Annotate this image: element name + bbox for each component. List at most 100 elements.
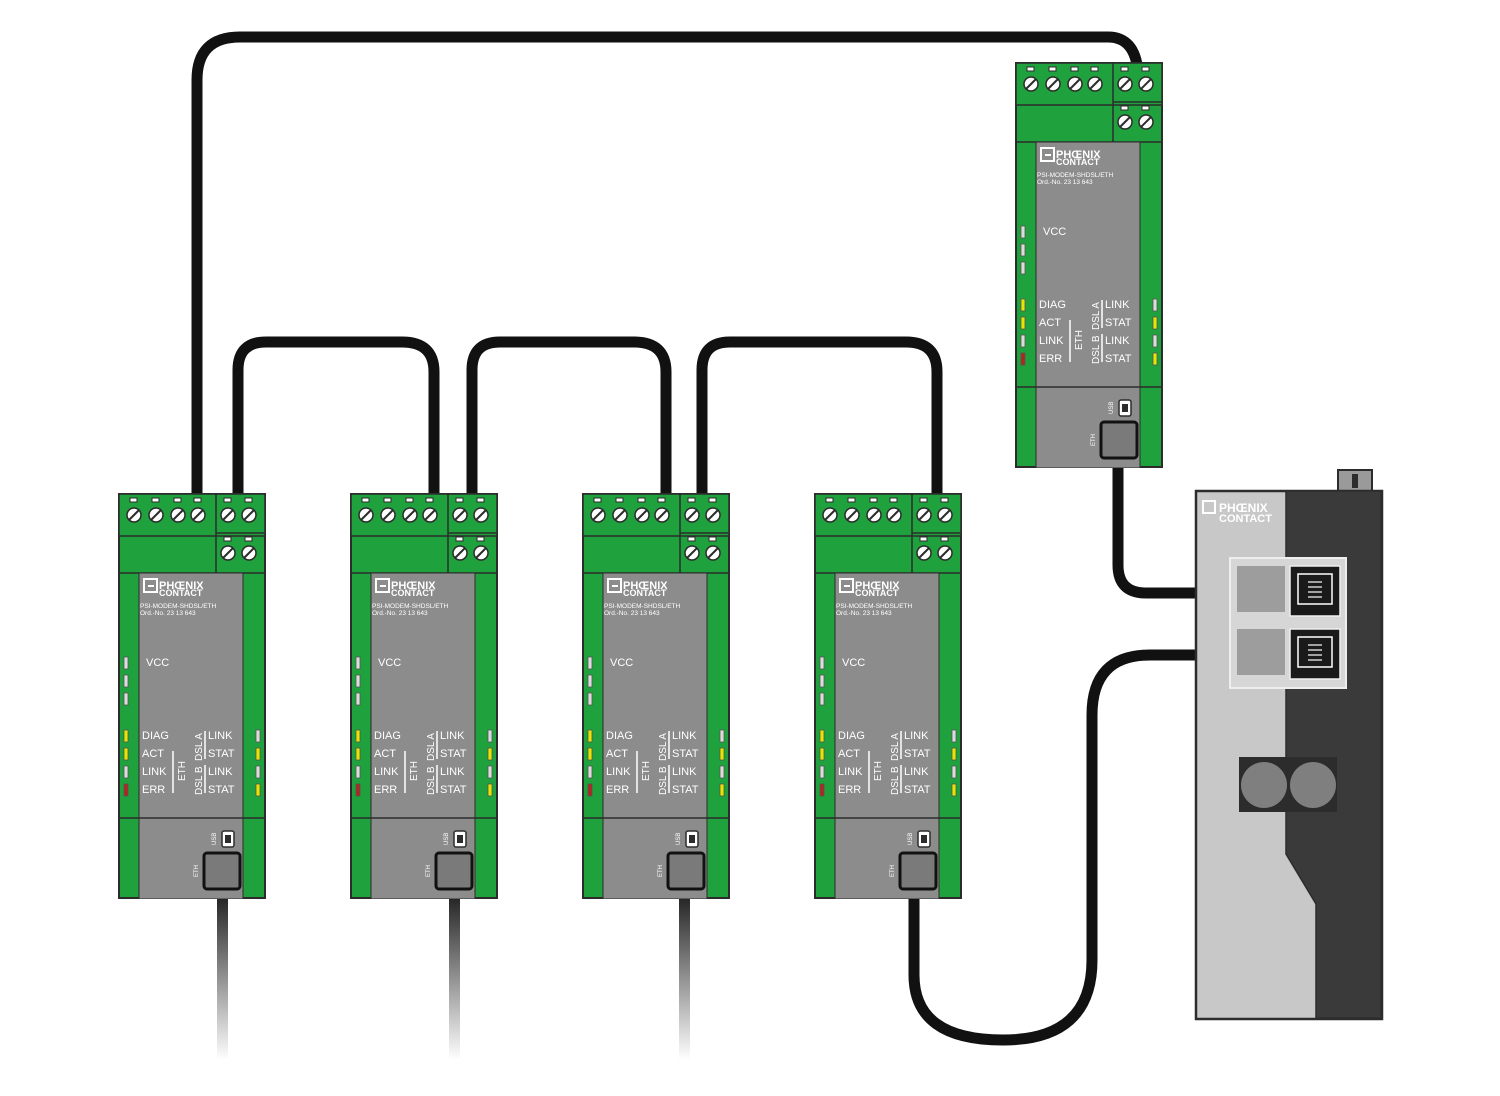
led-label-dsl-a-link: LINK	[1105, 299, 1130, 311]
modem-5: PHŒNIXCONTACTPSI-MODEM-SHDSL/ETHOrd.-No.…	[815, 494, 961, 899]
drop-cable-3	[679, 895, 690, 1060]
cable-modem3-to-modem4	[696, 336, 943, 558]
led-label-link: LINK	[374, 766, 399, 778]
ethernet-switch: PHŒNIX CONTACT	[1194, 469, 1384, 1021]
modem-model-label: PSI-MODEM-SHDSL/ETH	[836, 603, 913, 610]
led-label-act: ACT	[1039, 317, 1061, 329]
modem-housing	[1016, 63, 1162, 468]
led-group-eth: ETH	[1074, 330, 1085, 350]
eth-port-label: ETH	[426, 865, 432, 877]
led-group-eth: ETH	[873, 761, 884, 781]
led-label-err: ERR	[838, 784, 861, 796]
modem-brand-line2: CONTACT	[623, 588, 667, 598]
switch-brand-line1: PHŒNIX	[1219, 501, 1268, 515]
usb-port-label: USB	[676, 833, 682, 845]
modem-model-label: PSI-MODEM-SHDSL/ETH	[604, 603, 681, 610]
cable-remote-modem-to-switch	[1112, 454, 1254, 599]
usb-port-label: USB	[444, 833, 450, 845]
led-group-eth: ETH	[177, 761, 188, 781]
led-group-dsl-b: DSL B	[194, 766, 205, 795]
led-group-dsl-b: DSL B	[1091, 335, 1102, 364]
led-group-dsl-a: DSL A	[890, 733, 901, 761]
modem-brand-line2: CONTACT	[391, 588, 435, 598]
modem-housing	[815, 494, 961, 899]
led-label-dsl-a-stat: STAT	[208, 748, 235, 760]
led-label-act: ACT	[838, 748, 860, 760]
switch-rj45-port-2[interactable]	[1289, 565, 1341, 617]
modem-brand-line1: PHŒNIX	[623, 580, 668, 592]
led-label-link: LINK	[838, 766, 863, 778]
led-label-dsl-a-stat: STAT	[440, 748, 467, 760]
led-label-vcc: VCC	[1043, 226, 1066, 238]
switch-port-1[interactable]	[1237, 566, 1285, 612]
eth-port-label: ETH	[194, 865, 200, 877]
modem-1: PHŒNIXCONTACTPSI-MODEM-SHDSL/ETHOrd.-No.…	[1016, 63, 1162, 468]
led-label-diag: DIAG	[142, 730, 169, 742]
modem-housing	[351, 494, 497, 899]
drop-cable-2	[449, 895, 460, 1060]
led-label-vcc: VCC	[378, 657, 401, 669]
modem-order-number: Ord.-No. 23 13 643	[140, 610, 196, 617]
led-label-act: ACT	[606, 748, 628, 760]
drop-cable-1	[217, 895, 228, 1060]
switch-indicator-left	[1241, 762, 1287, 808]
led-label-dsl-b-stat: STAT	[440, 784, 467, 796]
switch-port-3[interactable]	[1237, 629, 1285, 675]
usb-port-label: USB	[212, 833, 218, 845]
usb-port-label: USB	[908, 833, 914, 845]
modem-brand-line1: PHŒNIX	[391, 580, 436, 592]
led-label-dsl-b-link: LINK	[904, 766, 929, 778]
led-group-dsl-b: DSL B	[426, 766, 437, 795]
led-label-dsl-b-link: LINK	[208, 766, 233, 778]
modem-group: PHŒNIXCONTACTPSI-MODEM-SHDSL/ETHOrd.-No.…	[119, 63, 1162, 899]
led-label-vcc: VCC	[842, 657, 865, 669]
led-group-dsl-b: DSL B	[890, 766, 901, 795]
modem-brand-line1: PHŒNIX	[855, 580, 900, 592]
switch-rj45-port-4[interactable]	[1289, 628, 1341, 680]
modem-order-number: Ord.-No. 23 13 643	[372, 610, 428, 617]
modem-model-label: PSI-MODEM-SHDSL/ETH	[1037, 172, 1114, 179]
modem-housing	[583, 494, 729, 899]
led-label-link: LINK	[142, 766, 167, 778]
led-group-dsl-a: DSL A	[194, 733, 205, 761]
led-group-dsl-a: DSL A	[1091, 302, 1102, 330]
switch-indicator-right	[1290, 762, 1336, 808]
led-label-err: ERR	[142, 784, 165, 796]
led-label-dsl-b-link: LINK	[672, 766, 697, 778]
led-label-err: ERR	[374, 784, 397, 796]
modem-brand-line2: CONTACT	[159, 588, 203, 598]
switch-brand-line2: CONTACT	[1219, 513, 1272, 525]
led-group-eth: ETH	[641, 761, 652, 781]
led-label-dsl-a-link: LINK	[672, 730, 697, 742]
led-label-dsl-b-stat: STAT	[904, 784, 931, 796]
led-label-link: LINK	[606, 766, 631, 778]
modem-brand-line2: CONTACT	[1056, 157, 1100, 167]
modem-housing	[119, 494, 265, 899]
led-label-vcc: VCC	[610, 657, 633, 669]
modem-brand-line1: PHŒNIX	[1056, 149, 1101, 161]
modem-model-label: PSI-MODEM-SHDSL/ETH	[372, 603, 449, 610]
led-label-dsl-a-stat: STAT	[1105, 317, 1132, 329]
led-label-dsl-b-stat: STAT	[208, 784, 235, 796]
led-label-vcc: VCC	[146, 657, 169, 669]
led-group-eth: ETH	[409, 761, 420, 781]
cable-modem4-to-switch	[908, 649, 1254, 1046]
modem-brand-line2: CONTACT	[855, 588, 899, 598]
modem-order-number: Ord.-No. 23 13 643	[604, 610, 660, 617]
led-label-dsl-a-link: LINK	[440, 730, 465, 742]
led-group-dsl-a: DSL A	[426, 733, 437, 761]
eth-port-label: ETH	[658, 865, 664, 877]
switch-logo-mark	[1202, 500, 1216, 514]
modem-2: PHŒNIXCONTACTPSI-MODEM-SHDSL/ETHOrd.-No.…	[119, 494, 265, 899]
drop-cables	[217, 895, 690, 1060]
usb-port-label: USB	[1109, 402, 1115, 414]
led-label-act: ACT	[374, 748, 396, 760]
led-label-dsl-b-stat: STAT	[672, 784, 699, 796]
led-label-dsl-b-stat: STAT	[1105, 353, 1132, 365]
led-label-dsl-a-link: LINK	[208, 730, 233, 742]
switch-top-connector-pin	[1352, 474, 1358, 488]
led-label-dsl-b-link: LINK	[440, 766, 465, 778]
led-group-dsl-a: DSL A	[658, 733, 669, 761]
